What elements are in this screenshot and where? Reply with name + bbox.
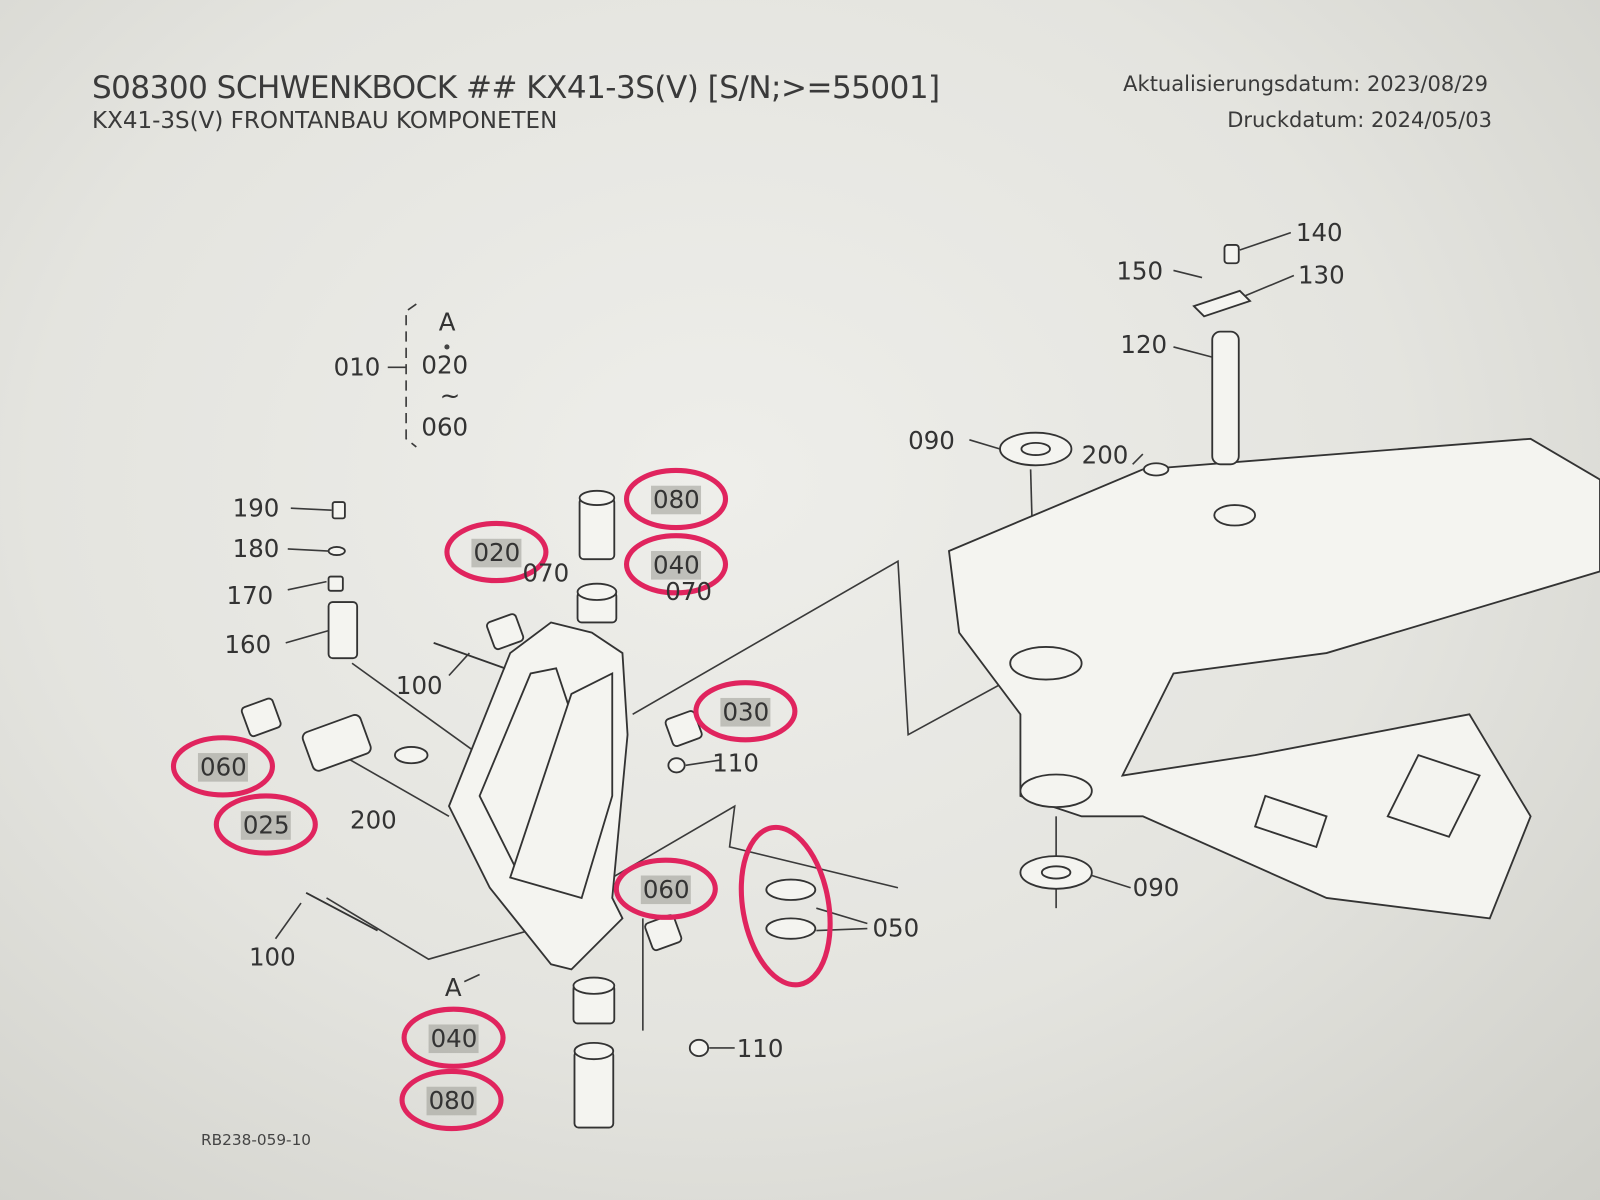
part-callout: 100 bbox=[396, 671, 443, 700]
red-circle-annotation bbox=[613, 857, 718, 920]
part-callout: 180 bbox=[233, 534, 280, 563]
part-callout: 170 bbox=[227, 581, 274, 610]
machine-frame bbox=[947, 243, 1600, 920]
part-callout: 200 bbox=[1082, 440, 1129, 469]
part-callout: 200 bbox=[350, 806, 397, 835]
part-callout: 040 bbox=[653, 550, 700, 579]
part-callout: 030 bbox=[722, 697, 769, 726]
assembly-key: 010 A 020 ~ 060 bbox=[334, 303, 468, 448]
callout-highlight bbox=[428, 1024, 479, 1054]
assembly-from: 020 bbox=[421, 350, 468, 379]
print-date: Druckdatum: 2024/05/03 bbox=[1227, 108, 1492, 132]
callout-highlight bbox=[197, 753, 248, 782]
callout-highlight bbox=[651, 551, 702, 580]
diagram-title: S08300 SCHWENKBOCK ## KX41-3S(V) [S/N;>=… bbox=[92, 70, 940, 106]
assembly-ref: A bbox=[439, 308, 456, 337]
red-circle-annotation bbox=[738, 824, 833, 988]
part-callout: 110 bbox=[712, 748, 759, 777]
drawing-reference: RB238-059-10 bbox=[201, 1131, 311, 1149]
callout-highlight bbox=[640, 875, 691, 905]
part-callout: 100 bbox=[249, 942, 296, 971]
red-circle-annotation bbox=[623, 533, 729, 596]
red-circle-annotation bbox=[170, 735, 275, 798]
red-circle-annotation bbox=[623, 467, 729, 531]
callout-highlight bbox=[240, 811, 291, 840]
update-date: Aktualisierungsdatum: 2023/08/29 bbox=[1123, 72, 1488, 96]
red-circle-annotation bbox=[213, 793, 318, 856]
callout-highlight bbox=[720, 697, 771, 727]
part-callout: 120 bbox=[1120, 330, 1167, 359]
part-callout: 020 bbox=[473, 538, 520, 567]
callout-highlight bbox=[471, 538, 522, 568]
part-callout: 090 bbox=[908, 426, 955, 455]
leader-lines bbox=[274, 231, 1295, 1049]
callout-highlight bbox=[651, 485, 702, 515]
red-circle-annotation bbox=[693, 680, 798, 743]
part-callout: 040 bbox=[431, 1024, 478, 1053]
part-callout: 090 bbox=[1133, 873, 1180, 902]
part-callout: 060 bbox=[643, 875, 690, 904]
part-callout: 080 bbox=[429, 1086, 476, 1115]
part-callout: 025 bbox=[243, 811, 290, 840]
part-callout: A bbox=[445, 973, 462, 1002]
part-callout: 060 bbox=[200, 753, 247, 782]
swing-bracket-parts bbox=[240, 489, 817, 1129]
part-callout: 140 bbox=[1296, 218, 1343, 247]
part-callout: 080 bbox=[653, 485, 700, 514]
assembly-number: 010 bbox=[334, 353, 381, 382]
assembly-range: ~ bbox=[440, 381, 461, 410]
part-callout: 130 bbox=[1298, 261, 1345, 290]
assembly-to: 060 bbox=[421, 413, 468, 442]
diagram-subtitle: KX41-3S(V) FRONTANBAU KOMPONETEN bbox=[92, 108, 558, 134]
red-circle-annotation bbox=[444, 520, 549, 584]
part-callout: 190 bbox=[233, 493, 280, 522]
callout-highlight bbox=[426, 1086, 477, 1116]
part-callout: 150 bbox=[1116, 257, 1163, 286]
part-callout: 070 bbox=[522, 559, 569, 588]
part-callout: 070 bbox=[665, 577, 712, 606]
red-circle-annotation bbox=[401, 1006, 506, 1069]
part-callout: 050 bbox=[872, 914, 919, 943]
red-circle-annotation bbox=[399, 1068, 504, 1132]
part-callout: 110 bbox=[737, 1034, 784, 1063]
part-callout: 160 bbox=[224, 630, 271, 659]
